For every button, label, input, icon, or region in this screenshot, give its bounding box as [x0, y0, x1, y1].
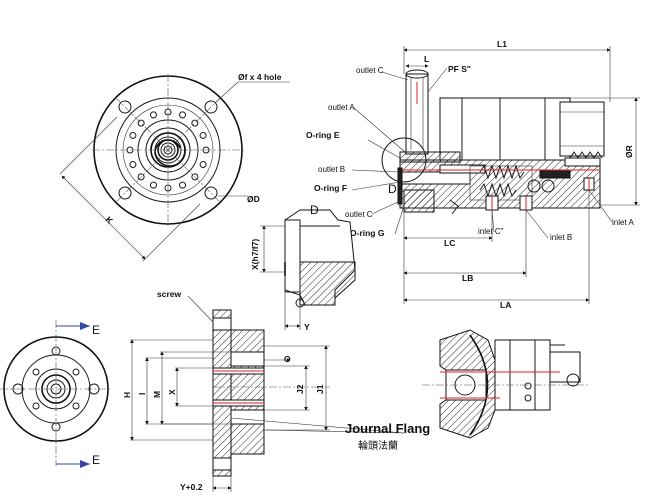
lc-label: LC: [444, 238, 455, 248]
ring-hole: [149, 111, 157, 119]
ring-hole: [129, 161, 137, 169]
j1-label: J1: [315, 384, 325, 394]
oring-e-label: O-ring E: [306, 130, 340, 140]
outlet-b-label: outlet B: [318, 165, 345, 174]
ring-hole: [191, 173, 199, 181]
x-label: X: [167, 389, 177, 395]
journal-flange-section: [130, 295, 405, 492]
ring-hole: [191, 119, 199, 127]
l1-label: L1: [497, 39, 507, 49]
assembly-view: [422, 329, 590, 439]
journal-flange-front-view: [0, 320, 112, 468]
section-view-rotary-joint: [351, 46, 640, 304]
x-fit-label: X(h7/f7): [250, 239, 260, 270]
screw-label: screw: [157, 289, 181, 299]
lb-label: LB: [462, 273, 473, 283]
ring-hole: [137, 119, 145, 127]
front-view-flange: [59, 74, 290, 262]
phi-d-label: ØD: [247, 194, 260, 204]
e-bottom-label: E: [92, 453, 100, 467]
e-top-label: E: [92, 323, 100, 337]
detail-d-view: [260, 209, 356, 330]
journal-flange-cn-label: 輪頭法蘭: [358, 439, 398, 452]
oring-g-label: O-ring G: [350, 228, 385, 238]
phi-r-label: ØR: [624, 145, 634, 158]
ring-hole: [179, 181, 187, 189]
journal-flange-label: Journal Flang: [345, 421, 430, 436]
y-plus-label: Y+0.2: [180, 482, 203, 492]
oring-f-label: O-ring F: [314, 183, 347, 193]
ring-hole: [199, 131, 207, 139]
pf-s-label: PF S": [448, 64, 471, 74]
ring-hole: [199, 161, 207, 169]
ring-hole: [149, 181, 157, 189]
o-label: O: [284, 354, 291, 364]
h-label: H: [122, 392, 132, 398]
y-label: Y: [304, 322, 310, 332]
ring-hole: [129, 131, 137, 139]
ring-hole: [179, 111, 187, 119]
inlet-c-label: inlet C": [478, 227, 504, 236]
l-label: L: [424, 54, 429, 64]
outlet-a-label: outlet A: [328, 103, 355, 112]
j2-label: J2: [295, 384, 305, 394]
outlet-c-top-label: outlet C: [356, 66, 384, 75]
hole-label: Øf x 4 hole: [238, 72, 282, 82]
d-section-label: D: [388, 182, 397, 196]
i-label: I: [137, 393, 147, 395]
k-label: K: [104, 214, 116, 226]
m-label: M: [152, 391, 162, 398]
d-detail-label: D: [310, 203, 319, 217]
la-label: LA: [500, 300, 511, 310]
inlet-b-label: inlet B: [550, 233, 572, 242]
inlet-a-label: inlet A: [612, 218, 634, 227]
outlet-c-mid-label: outlet C: [345, 210, 373, 219]
